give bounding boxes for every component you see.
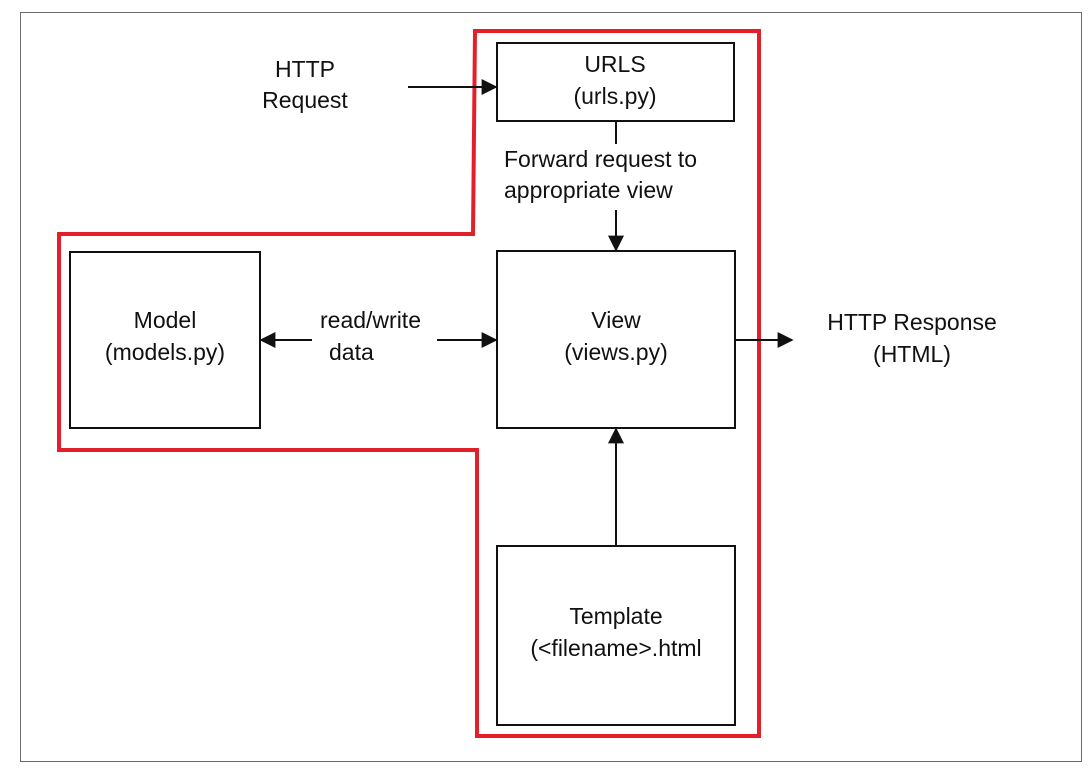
readwrite-label: read/write data xyxy=(320,307,421,365)
highlight-outline xyxy=(57,29,761,738)
http-response-line2: (HTML) xyxy=(873,341,951,367)
forward-line1: Forward request to xyxy=(504,146,697,172)
urls-file: (urls.py) xyxy=(573,83,656,109)
template-title: Template xyxy=(569,603,662,629)
model-file: (models.py) xyxy=(105,339,225,365)
image-frame xyxy=(20,12,1082,762)
view-title: View xyxy=(591,307,641,333)
http-request-label: HTTP Request xyxy=(262,56,348,113)
template-file: (<filename>.html xyxy=(530,635,701,661)
forward-label: Forward request to appropriate view xyxy=(504,146,697,203)
forward-line2: appropriate view xyxy=(504,177,673,203)
http-request-line2: Request xyxy=(262,87,348,113)
view-box xyxy=(496,250,736,429)
urls-label: URLS (urls.py) xyxy=(573,51,656,109)
readwrite-line2: data xyxy=(329,339,374,365)
template-label: Template (<filename>.html xyxy=(530,603,701,661)
http-request-line1: HTTP xyxy=(275,56,335,82)
readwrite-line1: read/write xyxy=(320,307,421,333)
urls-title: URLS xyxy=(584,51,645,77)
model-label: Model (models.py) xyxy=(105,307,225,365)
view-label: View (views.py) xyxy=(564,307,668,365)
http-response-label: HTTP Response (HTML) xyxy=(827,309,997,367)
model-title: Model xyxy=(134,307,197,333)
template-box xyxy=(496,545,736,726)
http-response-line1: HTTP Response xyxy=(827,309,997,335)
view-file: (views.py) xyxy=(564,339,668,365)
